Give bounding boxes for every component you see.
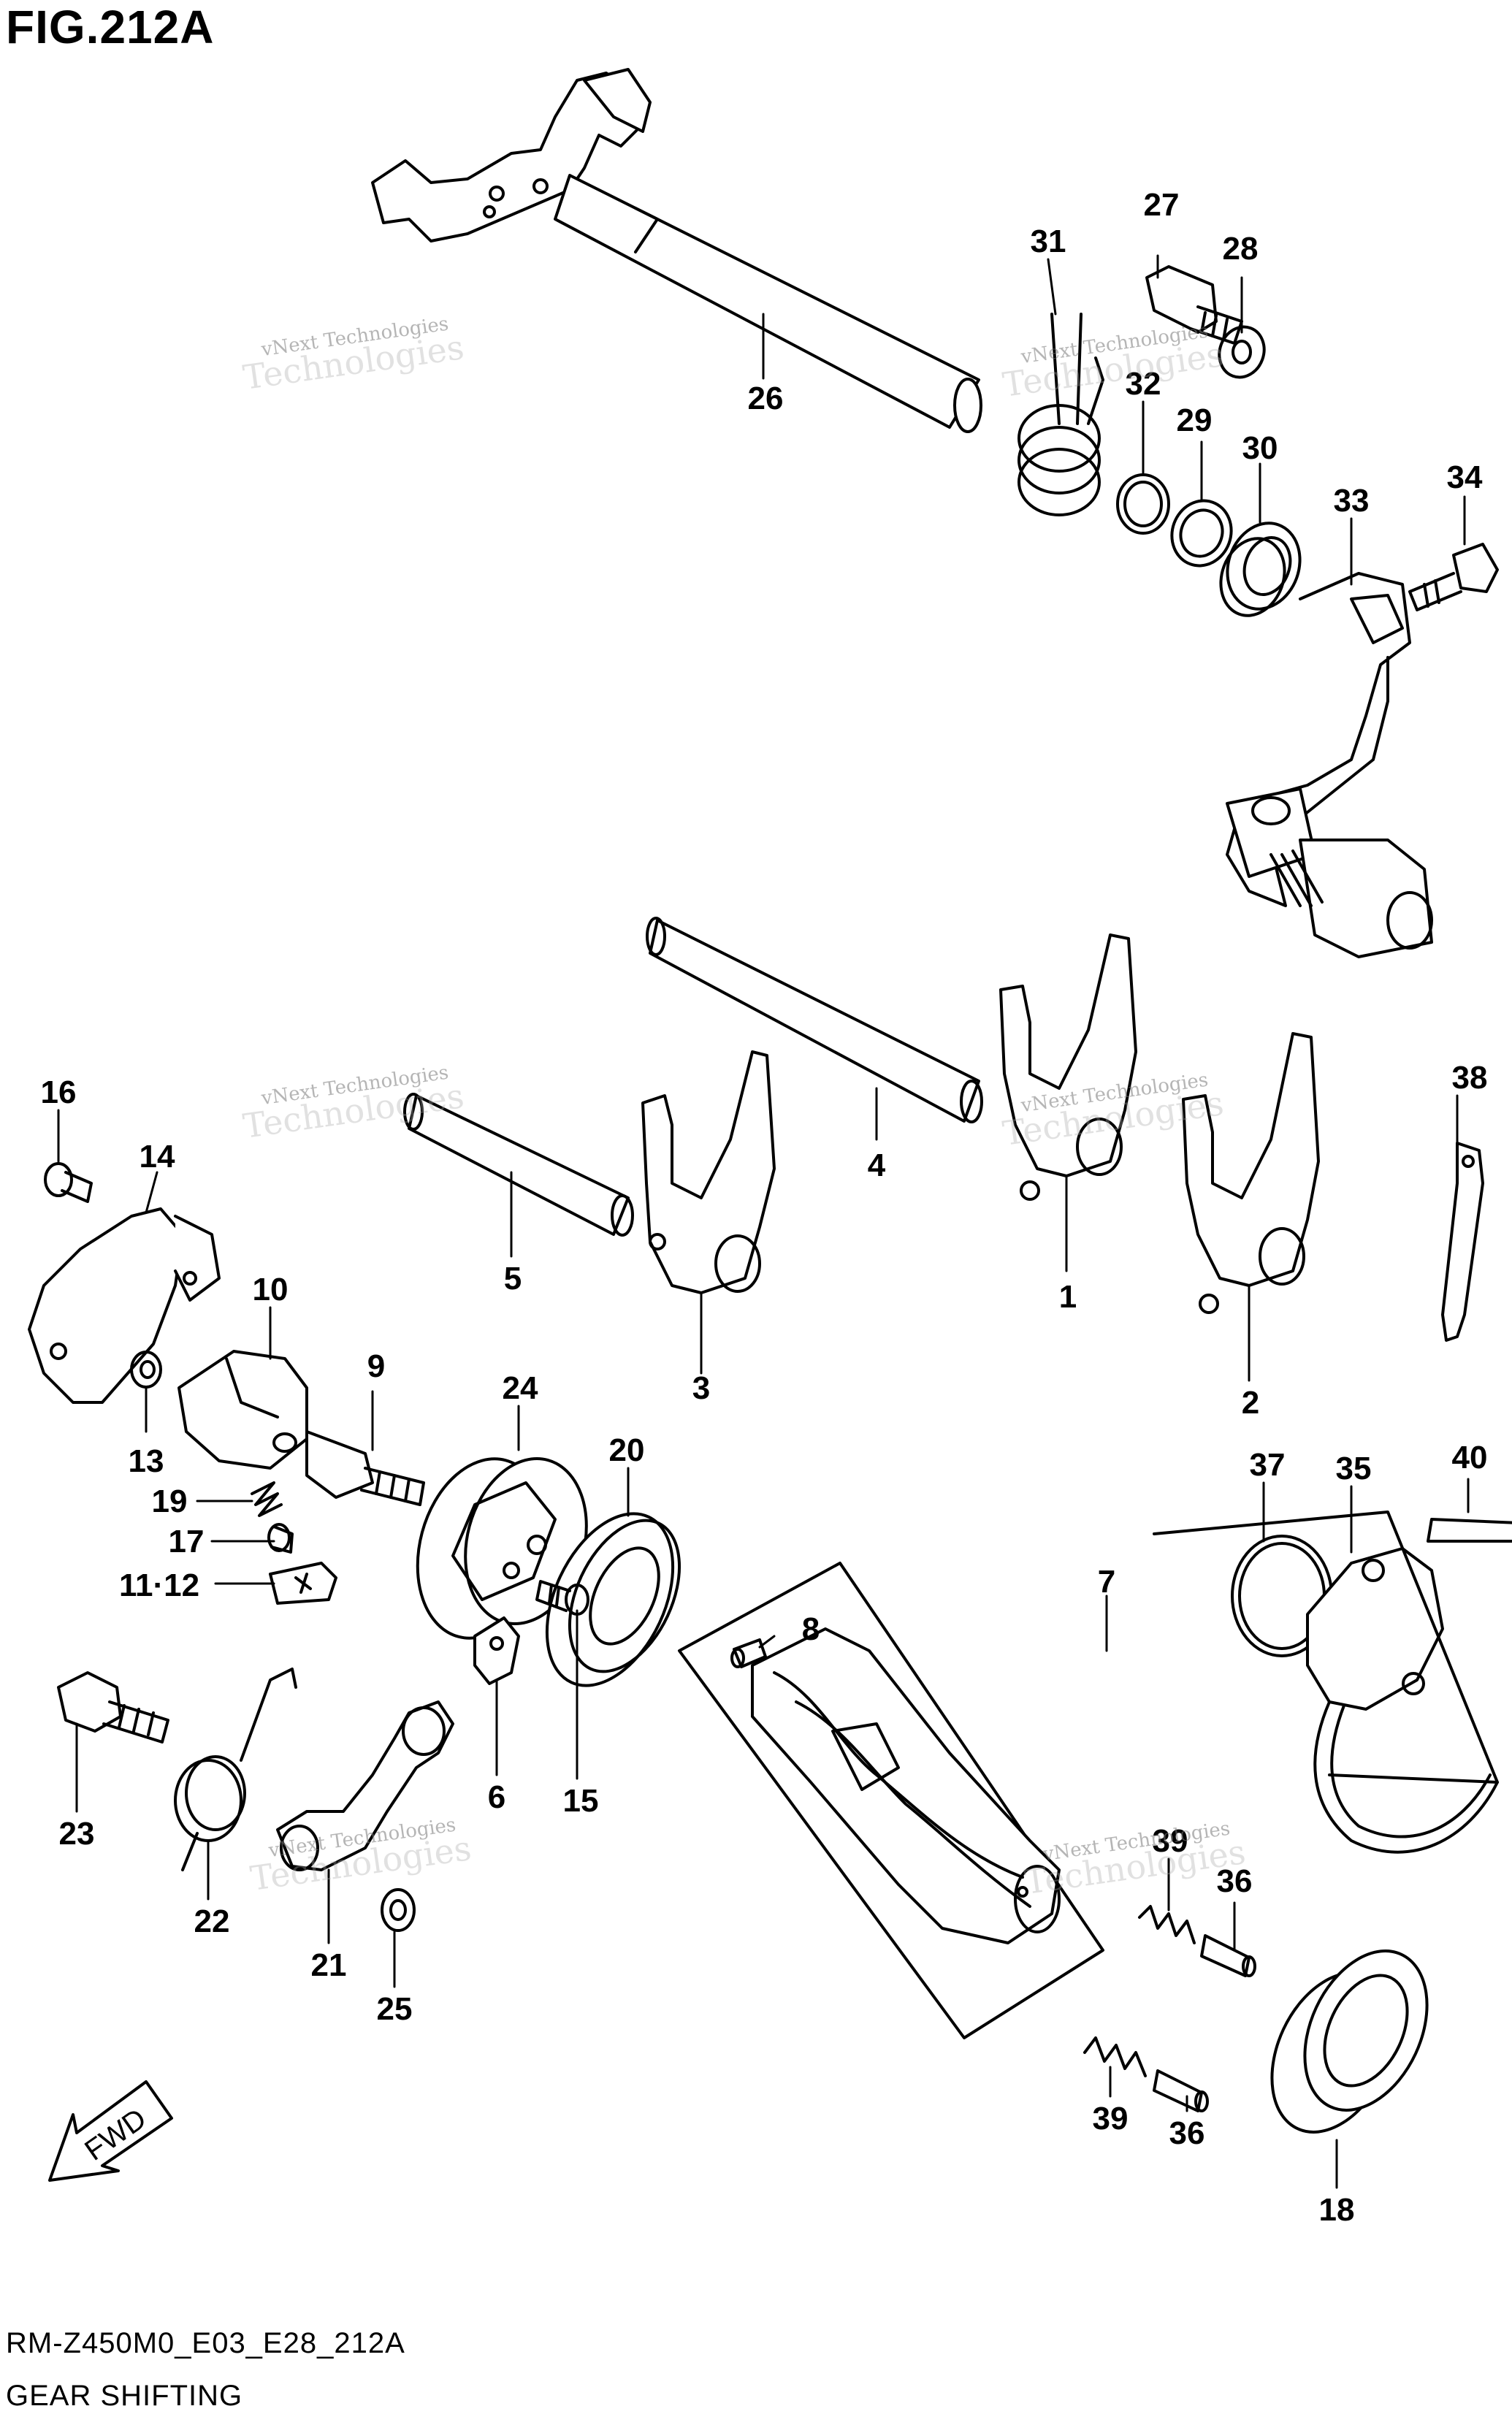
callout-6: 6	[488, 1779, 505, 1815]
callout-29: 29	[1177, 402, 1213, 438]
sensor-35-part	[1153, 1511, 1499, 1854]
spring-22-part	[174, 1668, 297, 1871]
pin-8-part	[730, 1638, 767, 1668]
circlip-32-part	[1116, 473, 1170, 535]
callout-21: 21	[311, 1947, 347, 1983]
callout-19: 19	[152, 1483, 188, 1519]
callout-16: 16	[41, 1074, 77, 1110]
washer-13-part	[130, 1351, 162, 1389]
callout-31: 31	[1031, 224, 1066, 259]
shift-cam-10-part	[177, 1350, 308, 1470]
callout-32: 32	[1126, 366, 1161, 402]
callout-38: 38	[1452, 1060, 1488, 1096]
pin-17-part	[267, 1523, 294, 1554]
figure-title: FIG.212A	[6, 1, 215, 53]
shift-fork-3-part	[641, 1050, 776, 1294]
figure-name: GEAR SHIFTING	[6, 2380, 243, 2412]
callout-10: 10	[253, 1272, 289, 1307]
fwd-arrow-icon	[48, 2080, 173, 2182]
spring-39-upper-part	[1138, 1905, 1196, 1944]
callout-39-upper: 39	[1153, 1823, 1188, 1859]
bolt-34-part	[1408, 543, 1499, 611]
shift-fork-2-part	[1182, 1032, 1320, 1314]
callout-13: 13	[129, 1443, 164, 1479]
callout-2: 2	[1242, 1385, 1259, 1421]
bolt-9-part	[305, 1430, 425, 1506]
callout-14: 14	[140, 1139, 175, 1175]
callout-20: 20	[609, 1432, 645, 1468]
washer-25-part	[381, 1888, 416, 1932]
callout-37: 37	[1250, 1447, 1286, 1483]
screw-16-part	[44, 1162, 93, 1203]
stopper-plate-14-part	[28, 1207, 221, 1404]
callout-24: 24	[503, 1370, 538, 1406]
fork-shaft-4-part	[646, 917, 983, 1123]
pin-36-upper-part	[1200, 1934, 1256, 1977]
washer-29-part	[1170, 499, 1233, 568]
callout-33: 33	[1334, 483, 1370, 519]
spring-38-part	[1441, 1142, 1484, 1342]
callout-5: 5	[504, 1261, 522, 1296]
pin-36-lower-part	[1153, 2069, 1209, 2112]
callout-23: 23	[59, 1816, 95, 1852]
callout-7: 7	[1098, 1564, 1115, 1600]
gearshift-lever-33-part	[1226, 572, 1433, 958]
bolt-27-part	[1145, 265, 1243, 345]
shift-arm-21-part	[276, 1700, 454, 1871]
washer-28-part	[1218, 325, 1266, 379]
callout-9: 9	[367, 1348, 385, 1384]
callout-25: 25	[377, 1991, 413, 2027]
callout-8: 8	[802, 1611, 820, 1647]
callout-3: 3	[692, 1370, 710, 1406]
shift-drum-7-part	[678, 1562, 1104, 2039]
spring-19-part	[251, 1481, 283, 1517]
callout-15: 15	[563, 1783, 599, 1819]
callout-39-lower: 39	[1093, 2101, 1129, 2136]
callout-34: 34	[1447, 459, 1483, 495]
shift-shaft-part	[371, 68, 982, 433]
plate-6-part	[473, 1616, 520, 1685]
fork-shaft-5-part	[403, 1093, 634, 1237]
plate-11-12-part	[269, 1562, 337, 1605]
bolt-23-part	[57, 1671, 169, 1744]
callout-27: 27	[1144, 187, 1180, 223]
callout-1: 1	[1059, 1279, 1077, 1315]
callout-18: 18	[1319, 2192, 1355, 2228]
needle-bearing-18-part	[1270, 1949, 1429, 2134]
callout-40: 40	[1452, 1440, 1488, 1475]
bearing-20-part	[545, 1512, 681, 1687]
callout-26: 26	[748, 381, 784, 416]
callout-11-12: 11·12	[119, 1567, 199, 1603]
oil-seal-30-part	[1219, 522, 1302, 617]
callout-22: 22	[194, 1903, 230, 1939]
leader-lines	[57, 254, 1470, 2189]
callout-4: 4	[868, 1147, 886, 1183]
callout-36-upper: 36	[1217, 1863, 1253, 1899]
spring-39-lower-part	[1083, 2036, 1147, 2077]
callout-36-lower: 36	[1169, 2115, 1205, 2151]
callout-30: 30	[1242, 430, 1278, 466]
callout-35: 35	[1336, 1451, 1372, 1486]
bolt-40-part	[1427, 1518, 1512, 1543]
return-spring-part	[1017, 313, 1104, 516]
figure-code: RM-Z450M0_E03_E28_212A	[6, 2327, 405, 2359]
callout-17: 17	[169, 1524, 205, 1559]
callout-28: 28	[1223, 231, 1259, 267]
shift-fork-1-part	[999, 933, 1137, 1201]
